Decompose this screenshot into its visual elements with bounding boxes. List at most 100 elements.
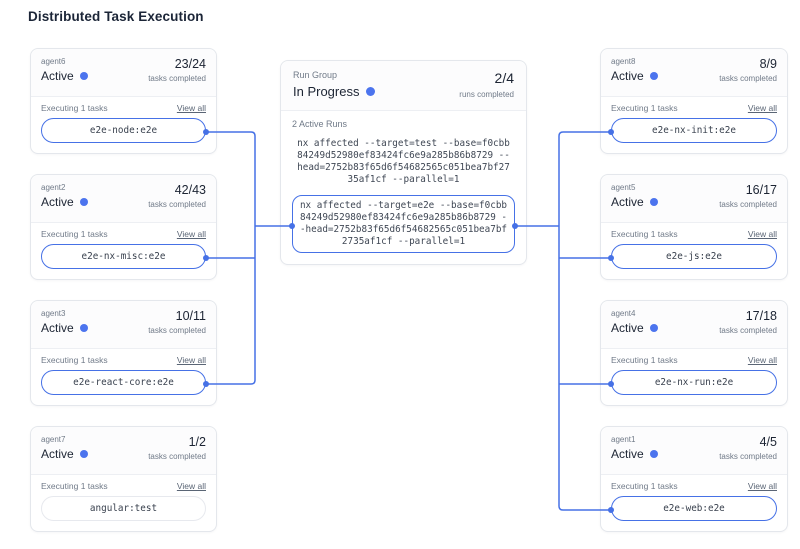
agent-card-body: Executing 1 tasks View all e2e-nx-run:e2… xyxy=(601,349,787,401)
agent-card-agent8: agent8 Active 8/9 tasks completed Execut… xyxy=(600,48,788,154)
agent-card-agent6: agent6 Active 23/24 tasks completed Exec… xyxy=(30,48,217,154)
task-pill[interactable]: e2e-react-core:e2e xyxy=(41,370,206,395)
agent-status: Active xyxy=(611,447,644,461)
agent-card-header: agent2 Active 42/43 tasks completed xyxy=(31,175,216,223)
task-pill[interactable]: e2e-nx-init:e2e xyxy=(611,118,777,143)
status-dot-icon xyxy=(79,324,88,332)
status-dot-icon xyxy=(79,198,88,206)
agent-card-body: Executing 1 tasks View all e2e-web:e2e xyxy=(601,475,787,527)
runs-completed-label: runs completed xyxy=(459,90,514,99)
agent-card-agent1: agent1 Active 4/5 tasks completed Execut… xyxy=(600,426,788,532)
run-group-body: 2 Active Runs nx affected --target=test … xyxy=(281,111,526,261)
tasks-completed-label: tasks completed xyxy=(148,326,206,335)
task-pill[interactable]: e2e-nx-run:e2e xyxy=(611,370,777,395)
agent-name: agent1 xyxy=(611,435,636,444)
tasks-completed-label: tasks completed xyxy=(719,74,777,83)
agent-progress: 1/2 xyxy=(188,435,206,449)
agent-progress: 4/5 xyxy=(759,435,777,449)
status-dot-icon xyxy=(649,72,658,80)
view-all-link[interactable]: View all xyxy=(176,355,206,365)
task-pill[interactable]: e2e-node:e2e xyxy=(41,118,206,143)
agent-card-body: Executing 1 tasks View all angular:test xyxy=(31,475,216,527)
tasks-completed-label: tasks completed xyxy=(148,200,206,209)
tasks-completed-label: tasks completed xyxy=(719,326,777,335)
task-pill[interactable]: e2e-nx-misc:e2e xyxy=(41,244,206,269)
agent-progress: 16/17 xyxy=(745,183,777,197)
task-pill[interactable]: e2e-web:e2e xyxy=(611,496,777,521)
run-command-e2e[interactable]: nx affected --target=e2e --base=f0cbb842… xyxy=(292,195,515,253)
agent-status: Active xyxy=(41,447,74,461)
agent-status: Active xyxy=(41,69,74,83)
agent-name: agent7 xyxy=(41,435,66,444)
task-pill[interactable]: angular:test xyxy=(41,496,206,521)
agent-card-header: agent7 Active 1/2 tasks completed xyxy=(31,427,216,475)
agent-status: Active xyxy=(611,195,644,209)
agent-card-agent2: agent2 Active 42/43 tasks completed Exec… xyxy=(30,174,217,280)
run-command-test[interactable]: nx affected --target=test --base=f0cbb84… xyxy=(297,138,510,185)
agent-card-header: agent8 Active 8/9 tasks completed xyxy=(601,49,787,97)
executing-label: Executing 1 tasks xyxy=(41,229,108,239)
run-group-header: Run Group In Progress 2/4 runs completed xyxy=(281,61,526,111)
agent-progress: 8/9 xyxy=(759,57,777,71)
run-group-label: Run Group xyxy=(293,70,338,80)
agent-name: agent8 xyxy=(611,57,636,66)
agent-card-body: Executing 1 tasks View all e2e-react-cor… xyxy=(31,349,216,401)
agent-status: Active xyxy=(41,195,74,209)
agent-progress: 42/43 xyxy=(174,183,206,197)
agent-status: Active xyxy=(611,321,644,335)
run-group-card: Run Group In Progress 2/4 runs completed… xyxy=(280,60,527,265)
run-group-progress: 2/4 xyxy=(494,70,514,86)
agent-card-body: Executing 1 tasks View all e2e-node:e2e xyxy=(31,97,216,149)
executing-label: Executing 1 tasks xyxy=(41,355,108,365)
view-all-link[interactable]: View all xyxy=(747,229,777,239)
agent-progress: 17/18 xyxy=(745,309,777,323)
executing-label: Executing 1 tasks xyxy=(611,229,678,239)
status-dot-icon xyxy=(79,450,88,458)
agent-card-agent3: agent3 Active 10/11 tasks completed Exec… xyxy=(30,300,217,406)
agent-name: agent2 xyxy=(41,183,66,192)
agent-name: agent5 xyxy=(611,183,636,192)
tasks-completed-label: tasks completed xyxy=(148,74,206,83)
agent-name: agent6 xyxy=(41,57,66,66)
view-all-link[interactable]: View all xyxy=(747,481,777,491)
agent-status: Active xyxy=(611,69,644,83)
view-all-link[interactable]: View all xyxy=(747,103,777,113)
view-all-link[interactable]: View all xyxy=(176,229,206,239)
status-dot-icon xyxy=(79,72,88,80)
agent-card-body: Executing 1 tasks View all e2e-nx-init:e… xyxy=(601,97,787,149)
task-pill[interactable]: e2e-js:e2e xyxy=(611,244,777,269)
agent-card-body: Executing 1 tasks View all e2e-js:e2e xyxy=(601,223,787,275)
agent-card-agent5: agent5 Active 16/17 tasks completed Exec… xyxy=(600,174,788,280)
status-dot-icon xyxy=(649,450,658,458)
executing-label: Executing 1 tasks xyxy=(611,355,678,365)
tasks-completed-label: tasks completed xyxy=(719,452,777,461)
status-dot-icon xyxy=(649,198,658,206)
agent-progress: 23/24 xyxy=(174,57,206,71)
page-title: Distributed Task Execution xyxy=(28,9,204,24)
agent-name: agent3 xyxy=(41,309,66,318)
agent-card-body: Executing 1 tasks View all e2e-nx-misc:e… xyxy=(31,223,216,275)
run-group-status: In Progress xyxy=(293,84,360,99)
agent-card-header: agent4 Active 17/18 tasks completed xyxy=(601,301,787,349)
executing-label: Executing 1 tasks xyxy=(611,481,678,491)
tasks-completed-label: tasks completed xyxy=(719,200,777,209)
executing-label: Executing 1 tasks xyxy=(611,103,678,113)
agent-name: agent4 xyxy=(611,309,636,318)
tasks-completed-label: tasks completed xyxy=(148,452,206,461)
agent-card-header: agent5 Active 16/17 tasks completed xyxy=(601,175,787,223)
executing-label: Executing 1 tasks xyxy=(41,481,108,491)
active-runs-label: 2 Active Runs xyxy=(292,119,348,129)
status-dot-icon xyxy=(366,87,376,96)
agent-card-header: agent6 Active 23/24 tasks completed xyxy=(31,49,216,97)
agent-card-header: agent3 Active 10/11 tasks completed xyxy=(31,301,216,349)
view-all-link[interactable]: View all xyxy=(176,481,206,491)
view-all-link[interactable]: View all xyxy=(176,103,206,113)
executing-label: Executing 1 tasks xyxy=(41,103,108,113)
agent-card-agent4: agent4 Active 17/18 tasks completed Exec… xyxy=(600,300,788,406)
agent-card-agent7: agent7 Active 1/2 tasks completed Execut… xyxy=(30,426,217,532)
agent-card-header: agent1 Active 4/5 tasks completed xyxy=(601,427,787,475)
view-all-link[interactable]: View all xyxy=(747,355,777,365)
agent-status: Active xyxy=(41,321,74,335)
agent-progress: 10/11 xyxy=(175,309,206,323)
